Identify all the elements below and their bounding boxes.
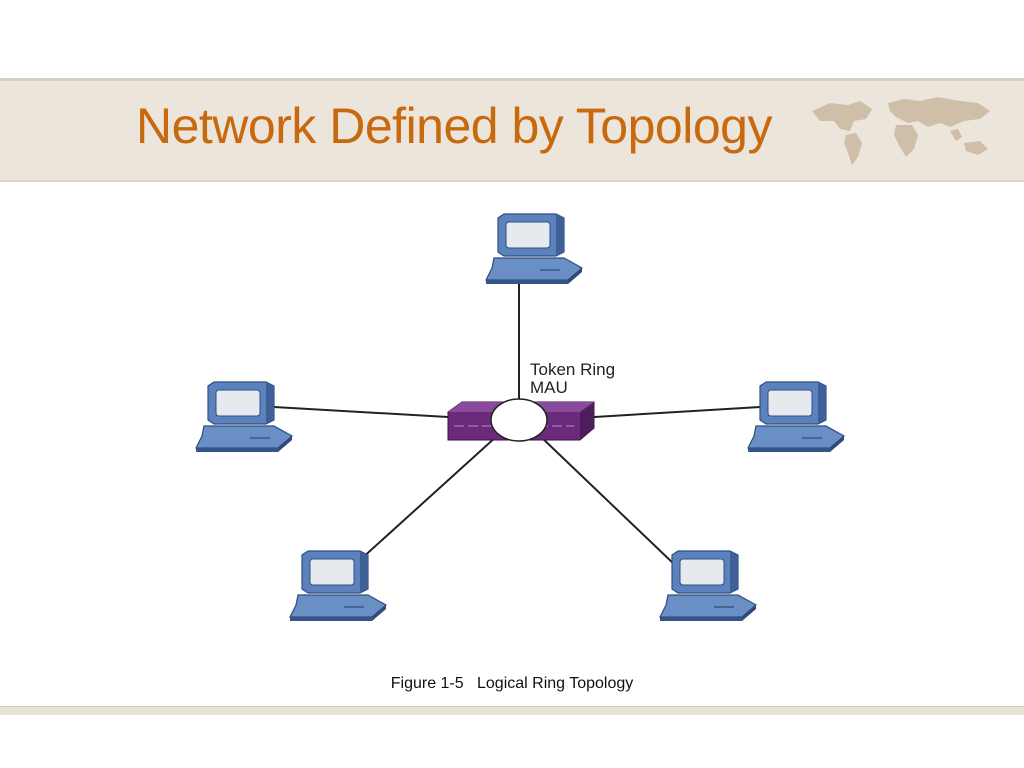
computer-icon xyxy=(747,381,845,453)
mau-hub-icon xyxy=(447,398,595,442)
mau-label: Token Ring MAU xyxy=(530,361,615,397)
bottom-rule xyxy=(0,706,1024,715)
link-bottom-left xyxy=(359,435,498,561)
computer-icon xyxy=(485,213,583,285)
mau-label-line1: Token Ring xyxy=(530,360,616,379)
world-map-icon xyxy=(812,97,990,165)
slide-title: Network Defined by Topology xyxy=(136,98,772,154)
link-bottom-right xyxy=(539,435,676,566)
figure-caption: Figure 1-5 Logical Ring Topology xyxy=(390,675,634,692)
computer-icon xyxy=(659,550,757,622)
mau-label-line2: MAU xyxy=(530,378,568,397)
title-band xyxy=(0,78,1024,182)
computer-icon xyxy=(195,381,293,453)
computer-icon xyxy=(289,550,387,622)
